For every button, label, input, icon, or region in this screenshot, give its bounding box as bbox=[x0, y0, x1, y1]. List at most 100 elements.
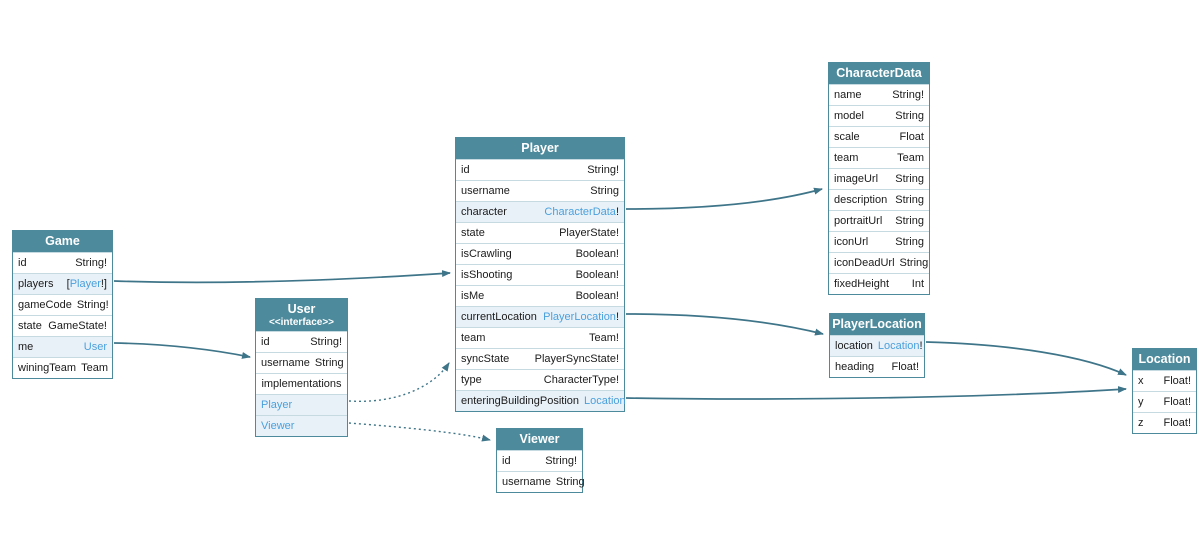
field-name: enteringBuildingPosition bbox=[461, 395, 580, 407]
field-name: team bbox=[834, 152, 859, 164]
type-header-player[interactable]: Player bbox=[456, 138, 624, 159]
type-header-characterdata[interactable]: CharacterData bbox=[829, 63, 929, 84]
field-name: portraitUrl bbox=[834, 215, 883, 227]
field-row-isme: isMe Boolean! bbox=[456, 285, 624, 306]
field-type: Location! bbox=[878, 340, 923, 352]
type-suffix: ! bbox=[615, 311, 619, 323]
field-type: Float bbox=[899, 131, 924, 143]
type-reference-link[interactable]: Player bbox=[69, 278, 101, 290]
type-reference-link[interactable]: Location bbox=[584, 395, 626, 407]
type-reference-link[interactable]: CharacterData bbox=[544, 206, 616, 218]
field-type: Boolean! bbox=[575, 269, 619, 281]
field-type: String bbox=[895, 173, 924, 185]
field-row-type: type CharacterType! bbox=[456, 369, 624, 390]
field-type: Boolean! bbox=[575, 290, 619, 302]
field-type: String bbox=[314, 357, 344, 369]
field-name: description bbox=[834, 194, 888, 206]
type-title: User bbox=[287, 302, 316, 316]
type-reference-link[interactable]: PlayerLocation bbox=[543, 311, 616, 323]
field-type: String! bbox=[545, 455, 577, 467]
field-name: z bbox=[1138, 417, 1144, 429]
type-reference-link[interactable]: User bbox=[83, 341, 107, 353]
implementation-type-link[interactable]: Player bbox=[261, 399, 293, 411]
implementation-type-link[interactable]: Viewer bbox=[261, 420, 295, 432]
field-type: String bbox=[895, 215, 924, 227]
type-header-viewer[interactable]: Viewer bbox=[497, 429, 582, 450]
field-name: implementations bbox=[261, 378, 342, 390]
field-name: players bbox=[18, 278, 54, 290]
field-type: User bbox=[84, 341, 107, 353]
field-name: model bbox=[834, 110, 864, 122]
field-row-player[interactable]: Player bbox=[256, 394, 347, 415]
edge-playerlocation-location-to-location bbox=[925, 341, 1127, 376]
type-suffix: !] bbox=[100, 278, 107, 290]
type-header-game[interactable]: Game bbox=[13, 231, 112, 252]
field-type: Float! bbox=[891, 361, 919, 373]
type-header-user[interactable]: User<<interface>> bbox=[256, 299, 347, 331]
type-prefix: [ bbox=[66, 278, 70, 290]
field-row-character[interactable]: character CharacterData! bbox=[456, 201, 624, 222]
field-name: username bbox=[261, 357, 310, 369]
field-name: gameCode bbox=[18, 299, 72, 311]
type-title: CharacterData bbox=[836, 66, 922, 80]
field-type: String! bbox=[75, 257, 107, 269]
field-type: String bbox=[895, 236, 924, 248]
field-type: Team bbox=[897, 152, 924, 164]
type-header-playerlocation[interactable]: PlayerLocation bbox=[830, 314, 924, 335]
field-type: Float! bbox=[1163, 375, 1191, 387]
field-type: String bbox=[590, 185, 619, 197]
field-row-players[interactable]: players [Player!] bbox=[13, 273, 112, 294]
field-row-enteringbuildingposition[interactable]: enteringBuildingPosition Location bbox=[456, 390, 626, 411]
field-type: CharacterData! bbox=[544, 206, 619, 218]
field-name: x bbox=[1138, 375, 1144, 387]
edge-game-players-to-player bbox=[113, 270, 451, 284]
field-name: username bbox=[502, 476, 551, 488]
field-name: isMe bbox=[461, 290, 485, 302]
type-reference-link[interactable]: Location bbox=[877, 340, 920, 352]
field-name: winingTeam bbox=[18, 362, 77, 374]
field-name: team bbox=[461, 332, 486, 344]
type-title: PlayerLocation bbox=[832, 317, 922, 331]
field-type: String! bbox=[587, 164, 619, 176]
field-type: Int bbox=[911, 278, 924, 290]
field-name: iconDeadUrl bbox=[834, 257, 895, 269]
field-row-team: team Team bbox=[829, 147, 929, 168]
field-name: type bbox=[461, 374, 482, 386]
field-row-viewer[interactable]: Viewer bbox=[256, 415, 347, 436]
field-name: id bbox=[502, 455, 511, 467]
field-type: String! bbox=[892, 89, 924, 101]
field-type: Boolean! bbox=[575, 248, 619, 260]
type-header-location[interactable]: Location bbox=[1133, 349, 1196, 370]
field-name: fixedHeight bbox=[834, 278, 890, 290]
field-type: String bbox=[899, 257, 929, 269]
type-suffix: ! bbox=[615, 206, 619, 218]
field-type: CharacterType! bbox=[543, 374, 619, 386]
field-name: isShooting bbox=[461, 269, 513, 281]
field-name: character bbox=[461, 206, 507, 218]
